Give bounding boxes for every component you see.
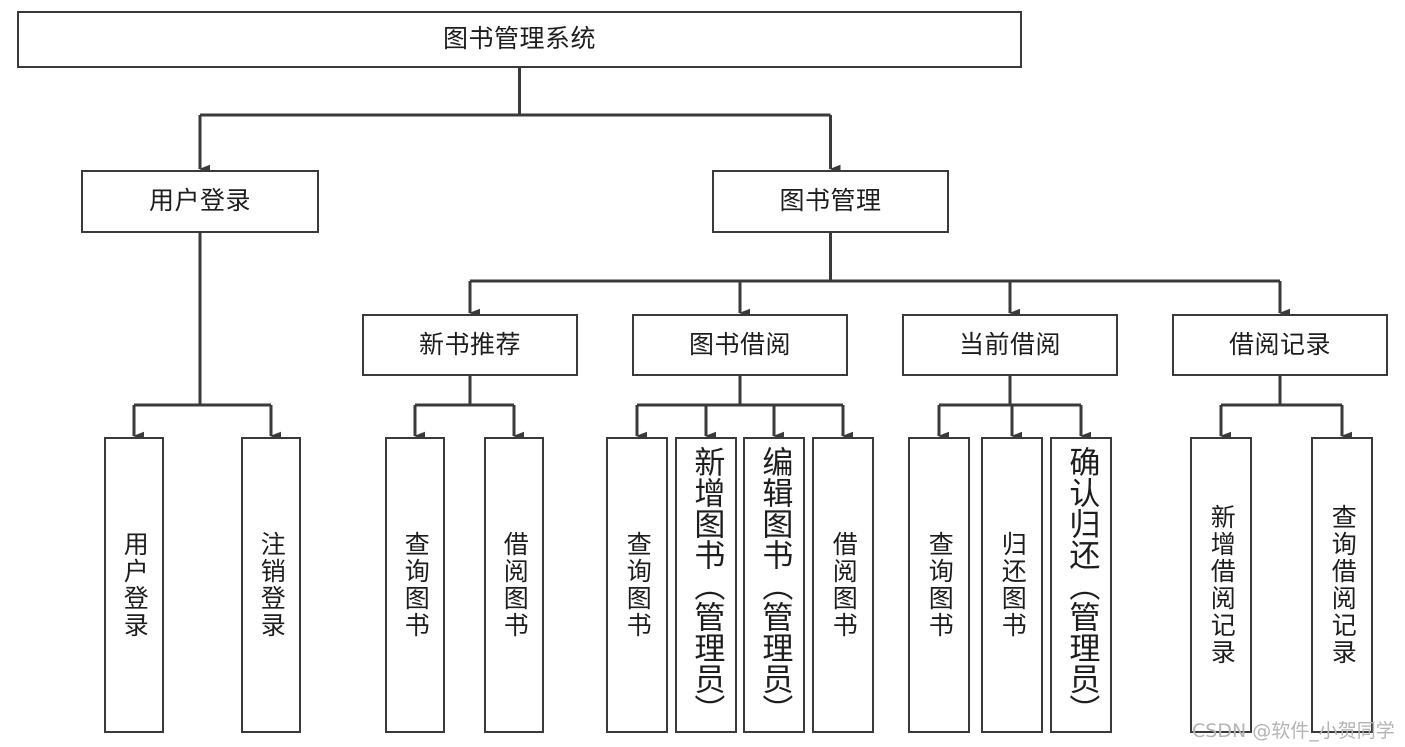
- node-label-leaf-cb-return: 归还图书: [998, 531, 1028, 639]
- node-leaf-cb-confirm: 确认归还（管理员）: [1050, 437, 1112, 733]
- node-label-leaf-cb-query: 查询图书: [925, 531, 955, 639]
- node-leaf-bb-query: 查询图书: [606, 437, 668, 733]
- node-new-book-rec: 新书推荐: [362, 314, 578, 376]
- node-label-leaf-logout: 注销登录: [257, 531, 287, 639]
- node-user-login: 用户登录: [81, 170, 319, 233]
- node-label-leaf-br-add: 新增借阅记录: [1207, 504, 1237, 666]
- node-label-current-borrow: 当前借阅: [958, 329, 1061, 359]
- node-label-leaf-bb-borrow: 借阅图书: [829, 531, 859, 639]
- node-leaf-bb-add: 新增图书（管理员）: [675, 437, 737, 733]
- node-label-leaf-user-login: 用户登录: [120, 531, 150, 639]
- node-label-root: 图书管理系统: [442, 24, 596, 54]
- node-current-borrow: 当前借阅: [902, 314, 1118, 376]
- node-borrow-record: 借阅记录: [1172, 314, 1388, 376]
- node-leaf-bb-borrow: 借阅图书: [812, 437, 874, 733]
- node-label-leaf-cb-confirm: 确认归还（管理员）: [1063, 445, 1100, 725]
- node-leaf-rec-borrow: 借阅图书: [484, 437, 544, 733]
- node-label-borrow-record: 借阅记录: [1228, 329, 1331, 359]
- node-label-leaf-rec-borrow: 借阅图书: [500, 531, 530, 639]
- node-leaf-user-login: 用户登录: [104, 437, 164, 733]
- node-label-book-borrow: 图书借阅: [688, 329, 791, 359]
- node-book-borrow: 图书借阅: [632, 314, 848, 376]
- node-book-manage: 图书管理: [712, 170, 949, 233]
- node-leaf-logout: 注销登录: [241, 437, 301, 733]
- node-leaf-bb-edit: 编辑图书（管理员）: [743, 437, 805, 733]
- node-label-leaf-bb-add: 新增图书（管理员）: [688, 445, 725, 725]
- node-label-leaf-bb-query: 查询图书: [623, 531, 653, 639]
- node-label-new-book-rec: 新书推荐: [418, 329, 521, 359]
- node-label-leaf-br-query: 查询借阅记录: [1328, 504, 1358, 666]
- node-leaf-cb-query: 查询图书: [908, 437, 970, 733]
- node-label-book-manage: 图书管理: [779, 186, 882, 216]
- node-label-leaf-bb-edit: 编辑图书（管理员）: [756, 445, 793, 725]
- node-leaf-br-query: 查询借阅记录: [1311, 437, 1373, 733]
- connector-lines: [132, 68, 1352, 441]
- node-label-leaf-rec-query: 查询图书: [401, 531, 431, 639]
- node-root: 图书管理系统: [17, 11, 1022, 68]
- node-label-user-login: 用户登录: [148, 186, 251, 216]
- node-leaf-br-add: 新增借阅记录: [1190, 437, 1252, 733]
- node-leaf-rec-query: 查询图书: [385, 437, 445, 733]
- node-leaf-cb-return: 归还图书: [981, 437, 1043, 733]
